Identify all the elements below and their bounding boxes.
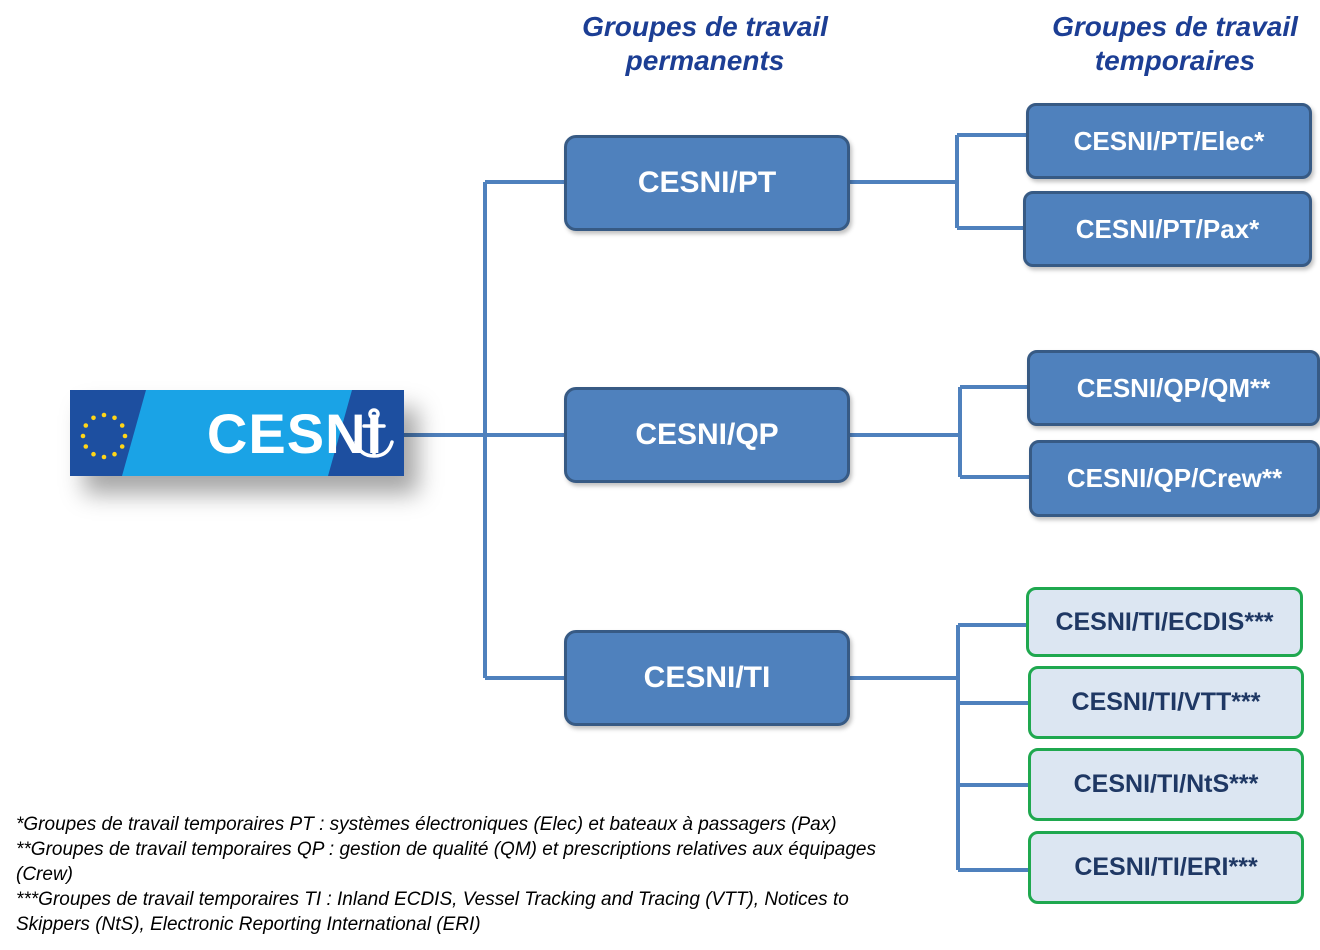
header-temporary-line1: Groupes de travail <box>1052 11 1298 42</box>
footnote-ti: ***Groupes de travail temporaires TI : I… <box>16 889 849 935</box>
header-temporary-line2: temporaires <box>1094 45 1256 76</box>
header-permanent-line2: permanents <box>625 45 785 76</box>
footnote-pt: *Groupes de travail temporaires PT : sys… <box>16 814 837 835</box>
footnotes: *Groupes de travail temporaires PT : sys… <box>16 812 876 937</box>
group-cesni-pt-elec[interactable]: CESNI/PT/Elec* <box>1026 103 1312 179</box>
cesni-logo: CESNI <box>70 390 404 476</box>
group-cesni-qp-qm[interactable]: CESNI/QP/QM** <box>1027 350 1320 426</box>
group-cesni-pt-pax[interactable]: CESNI/PT/Pax* <box>1023 191 1312 267</box>
group-cesni-qp-crew[interactable]: CESNI/QP/Crew** <box>1029 440 1320 517</box>
group-cesni-ti-vtt[interactable]: CESNI/TI/VTT*** <box>1028 666 1304 739</box>
logo-text: CESNI <box>206 401 384 465</box>
group-cesni-ti[interactable]: CESNI/TI <box>564 630 850 726</box>
eu-stars-icon <box>80 412 128 460</box>
group-cesni-pt[interactable]: CESNI/PT <box>564 135 850 231</box>
logo-graphic <box>70 390 404 476</box>
header-temporary-groups: Groupes de travail temporaires <box>1025 10 1320 78</box>
group-cesni-qp[interactable]: CESNI/QP <box>564 387 850 483</box>
header-permanent-groups: Groupes de travail permanents <box>555 10 855 78</box>
anchor-icon <box>354 408 394 458</box>
header-permanent-line1: Groupes de travail <box>582 11 828 42</box>
footnote-qp: **Groupes de travail temporaires QP : ge… <box>16 839 877 885</box>
group-cesni-ti-ecdis[interactable]: CESNI/TI/ECDIS*** <box>1026 587 1303 657</box>
group-cesni-ti-nts[interactable]: CESNI/TI/NtS*** <box>1028 748 1304 821</box>
group-cesni-ti-eri[interactable]: CESNI/TI/ERI*** <box>1028 831 1304 904</box>
